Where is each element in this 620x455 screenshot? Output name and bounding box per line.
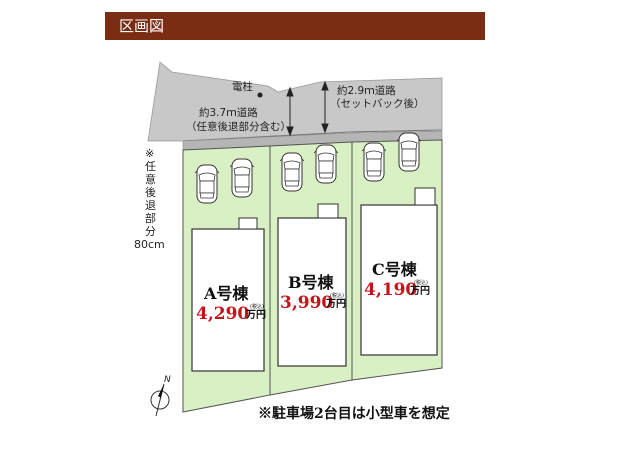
lot-c-name: C号棟 xyxy=(372,260,418,279)
setback-width-label: 80cm xyxy=(134,238,165,251)
lot-c-unit: 万円 xyxy=(409,285,430,297)
road-right-label-1: 約2.9ｍ道路 xyxy=(337,84,396,97)
road-left-label-1: 約3.7ｍ道路 xyxy=(199,106,258,119)
setback-note-char: ※ xyxy=(145,147,154,160)
road-left-label-2: （任意後退部分含む） xyxy=(186,120,291,133)
lot-c-price: 4,190 xyxy=(364,280,417,300)
car-icon xyxy=(229,158,255,198)
setback-note-char: 退 xyxy=(145,199,156,212)
car-icon xyxy=(279,152,305,192)
lot-b-tax: (税込) xyxy=(330,292,344,299)
compass-icon: N xyxy=(150,375,171,417)
setback-note-char: 分 xyxy=(145,225,156,238)
lot-a-price: 4,290 xyxy=(196,304,249,324)
road-edge-line xyxy=(182,129,443,142)
header-bar: 区画図 xyxy=(105,12,485,40)
lot-c-tax: (税込) xyxy=(414,279,428,286)
lot-b-name: B号棟 xyxy=(288,273,335,292)
utility-pole-icon xyxy=(257,92,263,98)
compass-north-label: N xyxy=(164,375,171,385)
utility-pole-label: 電柱 xyxy=(232,80,253,93)
setback-note-char: 意 xyxy=(145,172,156,186)
car-icon xyxy=(396,132,422,172)
setback-note-char: 後 xyxy=(145,185,156,199)
car-icon xyxy=(194,164,220,204)
car-icon xyxy=(361,142,387,182)
lot-c: C号棟 4,190 (税込) 万円 xyxy=(351,132,443,381)
lot-a-name: A号棟 xyxy=(203,284,249,303)
road xyxy=(147,61,443,142)
lot-b-price: 3,990 xyxy=(280,293,333,313)
setback-note-char: 部 xyxy=(145,211,156,225)
setback-note-char: 任 xyxy=(145,160,156,173)
road-width-arrow-left xyxy=(286,86,294,137)
road-right-label-2: （セットバック後） xyxy=(330,97,425,110)
page-title: 区画図 xyxy=(119,17,165,35)
car-icon xyxy=(313,144,339,184)
lot-a-tax: (税込) xyxy=(250,303,264,310)
lot-b: B号棟 3,990 (税込) 万円 xyxy=(269,141,353,396)
lot-a-unit: 万円 xyxy=(245,309,266,321)
lot-a: A号棟 4,290 (税込) 万円 xyxy=(182,145,271,413)
setback-note: ※ 任 意 後 退 部 分 80cm xyxy=(134,147,165,251)
parking-note: ※駐車場2台目は小型車を想定 xyxy=(258,405,450,422)
lot-b-unit: 万円 xyxy=(325,298,346,310)
road-width-arrow-right xyxy=(321,80,329,134)
